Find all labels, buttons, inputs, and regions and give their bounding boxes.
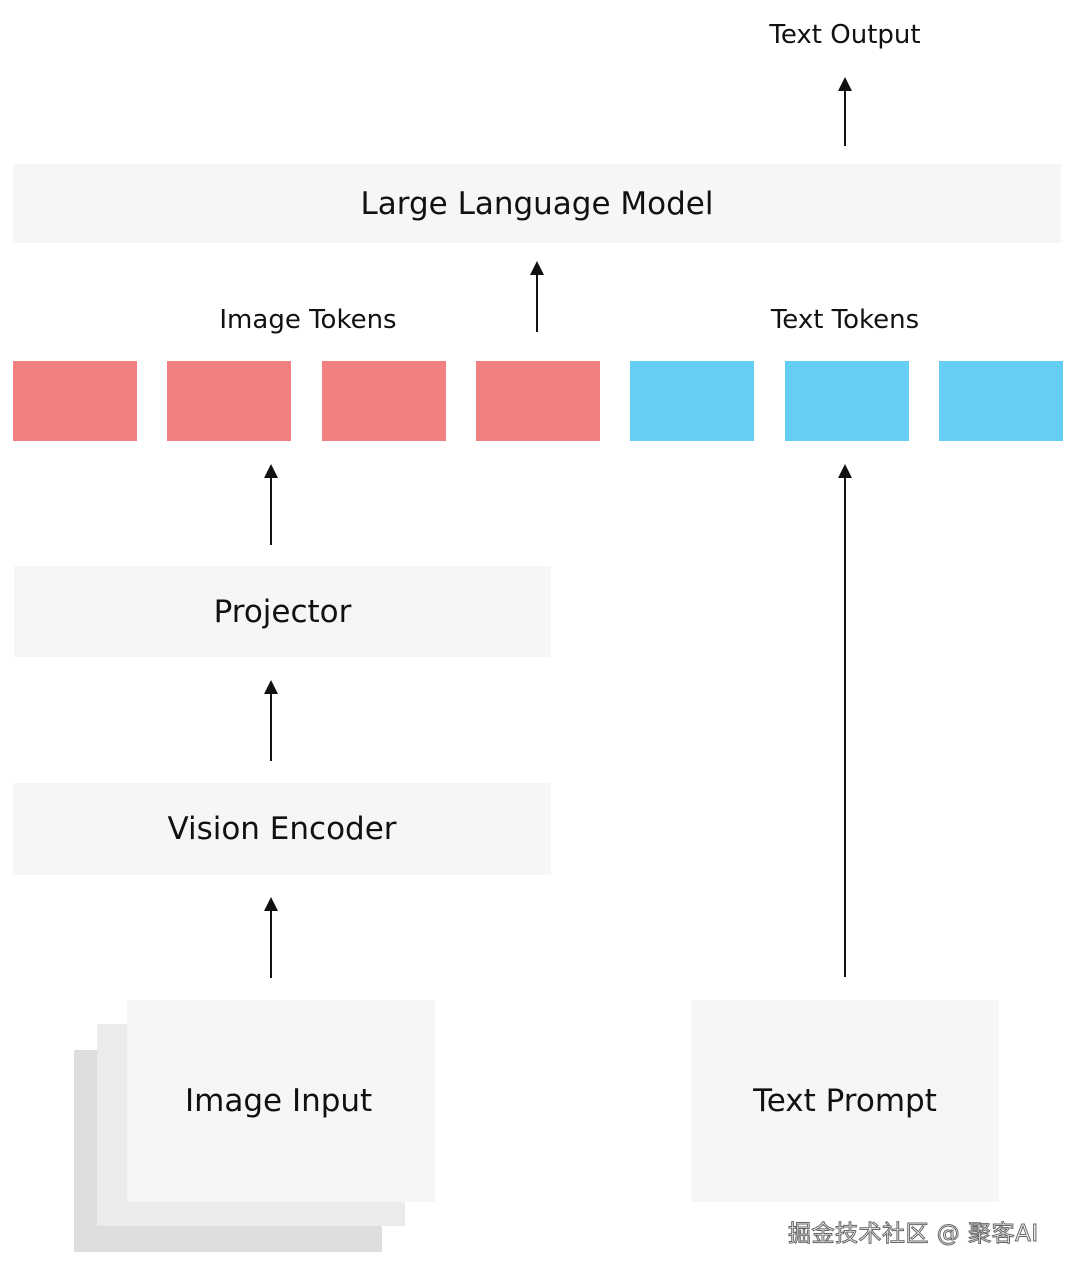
arrow-encoder-to-projector: [264, 680, 278, 761]
vision-encoder-box: Vision Encoder: [13, 783, 551, 875]
llm-label: Large Language Model: [360, 185, 714, 222]
arrow-projector-to-image-tokens: [264, 464, 278, 545]
llm-box: Large Language Model: [13, 164, 1061, 243]
arrow-tokens-to-llm: [530, 261, 544, 332]
image-token: [13, 361, 137, 441]
text-tokens-label: Text Tokens: [770, 305, 920, 335]
text-prompt-box: Text Prompt: [691, 1000, 999, 1202]
arrow-image-to-encoder: [264, 897, 278, 978]
projector-label: Projector: [213, 593, 352, 630]
image-input-box: Image Input: [127, 1000, 435, 1202]
image-token: [322, 361, 446, 441]
arrow-llm-to-output: [838, 77, 852, 146]
text-prompt-label: Text Prompt: [753, 1083, 937, 1119]
text-token: [630, 361, 754, 441]
arrow-prompt-to-text-tokens: [838, 464, 852, 977]
text-token: [939, 361, 1063, 441]
image-input-label: Image Input: [185, 1083, 373, 1119]
vision-encoder-label: Vision Encoder: [167, 811, 397, 847]
image-token: [476, 361, 600, 441]
watermark: 掘金技术社区 @ 聚客AI: [788, 1221, 1039, 1248]
image-tokens-label: Image Tokens: [219, 305, 397, 335]
projector-box: Projector: [14, 566, 551, 657]
text-token: [785, 361, 909, 441]
text-output-label: Text Output: [769, 20, 921, 50]
image-token: [167, 361, 291, 441]
